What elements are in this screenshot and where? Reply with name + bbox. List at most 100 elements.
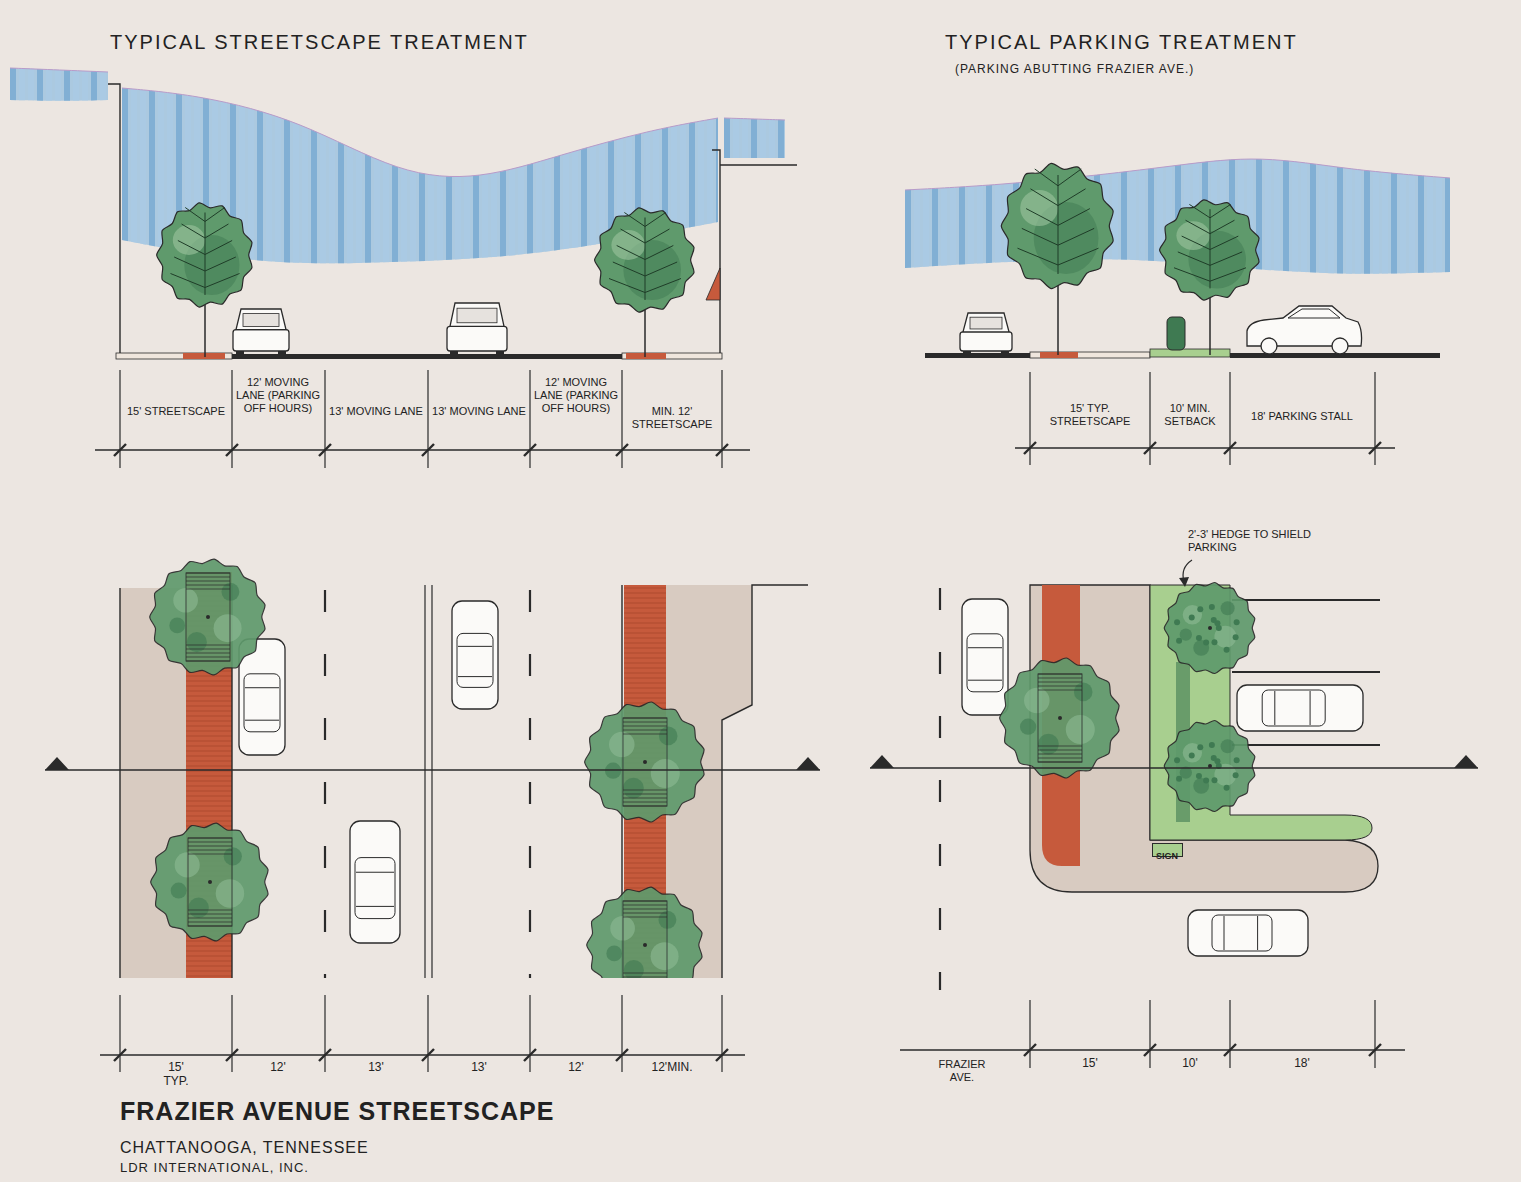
brick-joint [624,588,666,589]
tree-vein [174,257,205,271]
sky-stroke [1292,150,1298,280]
brick-band [626,353,666,359]
grate-bar [186,581,230,582]
sky-stroke [140,83,146,270]
brick-joint [186,676,232,677]
car-wheel [1332,338,1348,354]
dimension-label: FRAZIER AVE. [930,1058,994,1084]
brick-joint [186,681,232,682]
dimension-rule [95,449,750,450]
grate-bar [186,645,230,646]
tree-vein [1178,252,1210,265]
setback-strip [1150,349,1230,357]
car-cabin [355,858,395,919]
tree-vein [645,246,673,260]
sky-stroke [751,113,757,163]
sky-stroke [383,83,389,270]
dimension-tick [226,1049,238,1061]
grate-bar [623,790,667,791]
tree-vein [645,213,666,227]
hedge-dot [1224,647,1230,653]
tree-vein [1186,220,1210,233]
car-plan [962,599,1008,715]
brick-joint [624,853,666,854]
brick-joint [624,618,666,619]
car-section [960,313,1012,355]
brick-joint [624,798,666,799]
brick-joint [624,603,666,604]
brick-joint [186,816,232,817]
brick-joint [624,823,666,824]
brick-joint [624,848,666,849]
building-line [119,588,120,978]
sky-stroke [536,83,542,270]
car-rear-window [458,676,492,677]
sky-stroke [1346,150,1352,280]
brick-joint [624,858,666,859]
dimension-label: 15' TYP. STREETSCAPE [1034,402,1146,428]
hedge-dot [1189,752,1195,758]
trunk-dot [206,615,210,619]
dimension-label: 15' STREETSCAPE [126,405,226,418]
brick-joint [186,686,232,687]
hedge-dot [1196,635,1202,641]
brick-joint [624,868,666,869]
dimension-tick [1224,442,1236,454]
grate-bar [188,854,232,855]
parking-surface [1230,353,1440,358]
sky-stroke [905,150,911,280]
brick-joint [624,883,666,884]
tree-vein [1030,189,1058,206]
grate-bar [623,917,667,918]
sky-stroke [554,83,560,270]
car-cabin [963,313,1009,332]
hedge-dot [1233,634,1239,640]
tree-vein [1058,175,1059,274]
extension-line [721,370,722,468]
brick-joint [186,701,232,702]
sky-stroke [320,83,326,270]
sky-stroke [64,63,70,106]
brick-joint [624,593,666,594]
sky-stroke [509,83,515,270]
grate-bar [1038,686,1082,687]
dimension-label: 13' [449,1060,509,1074]
hedge-dot [1176,776,1182,782]
tree-vein [1058,248,1099,265]
grate-bar [623,794,667,795]
dimension-tick [114,1049,126,1061]
brick-joint [624,653,666,654]
crown-spot [1020,719,1036,735]
leader-arrow [1179,577,1189,587]
crown-spot [214,614,242,642]
brick-joint [624,673,666,674]
car-rear-window [1274,691,1275,725]
crown-spot [605,763,621,779]
grate-bar [623,802,667,803]
car-plan [1237,685,1363,731]
center-line [424,585,425,978]
brick-joint [186,581,232,582]
sky-stroke [1121,150,1127,280]
tree-vein [205,274,240,288]
section-heading: TYPICAL STREETSCAPE TREATMENT [110,30,529,54]
sky-stroke [82,63,88,106]
sky-stroke [1301,150,1307,280]
car-window [457,308,497,323]
brick-joint [624,698,666,699]
sidewalk-section [116,353,232,359]
car-window [970,317,1002,329]
hedge-plan [1164,720,1255,811]
tree-crown [1160,200,1259,300]
sky-stroke [698,83,704,270]
tree-vein [1210,252,1242,265]
dimension-label: 13' MOVING LANE [329,405,423,418]
brick-joint [186,776,232,777]
brick-joint [624,683,666,684]
sky-stroke [275,83,281,270]
brick-joint [186,821,232,822]
crown-spot [651,759,680,788]
tree-vein [205,213,206,296]
sidewalk-section [1030,352,1150,358]
sky-stroke [365,83,371,270]
